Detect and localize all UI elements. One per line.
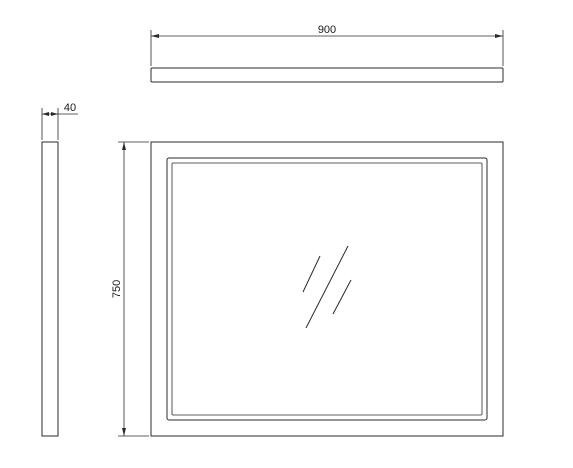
width-arrow-left: [151, 34, 159, 38]
reflection-line-3: [332, 279, 352, 315]
reflection-line-2: [305, 245, 349, 329]
front-view: 750: [111, 141, 504, 437]
height-label: 750: [111, 280, 123, 298]
side-view: 40: [41, 102, 78, 437]
frame-outer: [150, 141, 504, 437]
height-arrow-bottom: [122, 428, 126, 436]
top-view: 900: [150, 24, 504, 83]
width-arrow-right: [495, 34, 503, 38]
depth-arrow-right: [51, 112, 58, 116]
height-arrow-top: [122, 142, 126, 150]
depth-arrow-left: [42, 112, 49, 116]
side-view-outline: [41, 141, 59, 437]
depth-label: 40: [64, 102, 76, 114]
width-label: 900: [318, 24, 336, 36]
reflection-lines: [302, 245, 352, 329]
mirror-glass: [171, 162, 483, 416]
reflection-line-1: [302, 255, 321, 293]
top-view-outline: [150, 67, 504, 83]
frame-inner: [166, 157, 488, 421]
